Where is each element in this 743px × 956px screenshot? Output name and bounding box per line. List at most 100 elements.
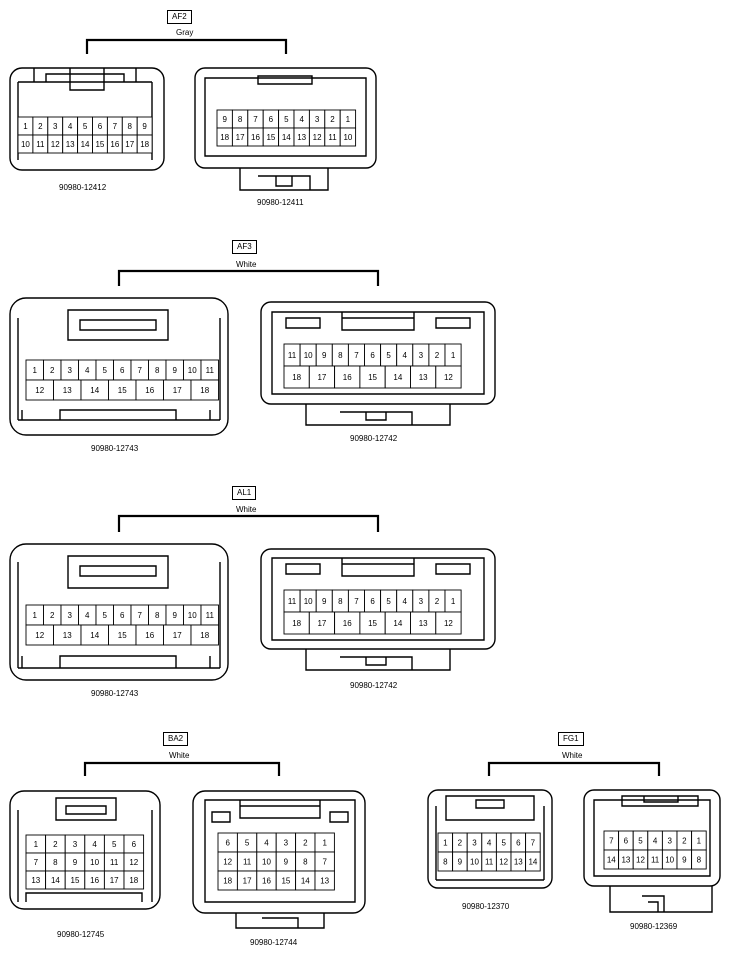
pin-number: 2	[435, 597, 440, 606]
pin-number: 11	[651, 855, 660, 864]
pin-number: 13	[320, 876, 329, 885]
pin-number: 4	[85, 611, 90, 620]
pin-number: 11	[206, 366, 215, 375]
pin-number: 11	[243, 857, 252, 866]
pin-number: 11	[485, 857, 494, 866]
connector-housing	[260, 301, 496, 405]
pin-number: 15	[95, 140, 104, 149]
pin-number: 16	[251, 133, 260, 142]
pin-number: 13	[419, 373, 428, 382]
pin-number: 9	[222, 115, 227, 124]
pin-number: 8	[53, 858, 58, 867]
connector-housing	[583, 789, 721, 887]
pin-number: 17	[243, 876, 252, 885]
pin-number: 18	[129, 876, 138, 885]
part-number: 90980-12743	[91, 689, 139, 698]
pin-number: 2	[458, 838, 463, 847]
pin-number: 10	[343, 133, 352, 142]
shell-detail	[17, 555, 221, 669]
shell-detail	[17, 797, 153, 902]
pin-number: 9	[682, 855, 687, 864]
pin-number: 3	[68, 611, 73, 620]
pin-cell	[190, 379, 219, 401]
connector-housing	[192, 790, 366, 914]
pin-number: 9	[322, 597, 327, 606]
pin-number: 8	[338, 351, 343, 360]
pin-number: 2	[50, 366, 55, 375]
pin-number: 9	[73, 858, 78, 867]
pin-number: 10	[262, 857, 271, 866]
pin-number: 9	[173, 366, 178, 375]
connector-code: AF3	[232, 240, 257, 254]
connector-color: White	[236, 505, 257, 514]
connector-housing	[427, 789, 553, 889]
pin-number: 4	[653, 836, 658, 845]
pin-number: 18	[220, 133, 229, 142]
pin-number: 1	[346, 115, 351, 124]
pin-number: 14	[607, 855, 616, 864]
pin-number: 16	[145, 631, 154, 640]
pin-number: 3	[284, 838, 289, 847]
connector-code: FG1	[558, 732, 584, 746]
pin-cell	[435, 365, 462, 389]
pin-number: 9	[284, 857, 289, 866]
pin-number: 12	[223, 857, 232, 866]
pin-number: 3	[667, 836, 672, 845]
connector-housing	[9, 67, 165, 171]
pin-number: 2	[330, 115, 335, 124]
pin-number: 9	[458, 857, 463, 866]
pin-number: 15	[368, 619, 377, 628]
pin-number: 1	[33, 611, 38, 620]
pin-number: 12	[35, 386, 44, 395]
pin-number: 7	[138, 611, 143, 620]
pin-number: 2	[682, 836, 687, 845]
pin-number: 2	[435, 351, 440, 360]
pin-number: 3	[419, 597, 424, 606]
shell-detail	[204, 75, 367, 191]
connector-color: Gray	[176, 28, 194, 37]
pin-cell	[339, 127, 357, 147]
bracket-lines	[83, 38, 661, 776]
pin-number: 8	[155, 366, 160, 375]
pin-number: 15	[118, 631, 127, 640]
connector-code: BA2	[163, 732, 189, 746]
pin-number: 4	[403, 351, 408, 360]
pin-number: 5	[284, 115, 289, 124]
connector-code: AL1	[232, 486, 257, 500]
pin-number: 6	[370, 351, 375, 360]
pin-number: 13	[514, 857, 523, 866]
pin-number: 16	[110, 140, 119, 149]
pin-number: 16	[343, 373, 352, 382]
pin-number: 7	[531, 838, 536, 847]
pin-number: 3	[53, 122, 58, 131]
pin-number: 7	[609, 836, 614, 845]
pin-number: 11	[288, 351, 297, 360]
pin-number: 17	[317, 373, 326, 382]
pin-number: 10	[470, 857, 479, 866]
pin-number: 13	[297, 133, 306, 142]
pin-number: 13	[621, 855, 630, 864]
pin-number: 16	[145, 386, 154, 395]
pin-number: 4	[85, 366, 90, 375]
pin-number: 18	[200, 631, 209, 640]
shell-detail	[17, 309, 221, 421]
pin-number: 17	[173, 631, 182, 640]
pin-number: 18	[200, 386, 209, 395]
pin-number: 7	[34, 858, 39, 867]
pin-number: 7	[322, 857, 327, 866]
pin-number: 7	[138, 366, 143, 375]
pin-number: 4	[92, 840, 97, 849]
pin-number: 7	[354, 597, 359, 606]
shell-detail	[204, 799, 356, 929]
part-number: 90980-12745	[57, 930, 105, 939]
pin-number: 3	[472, 838, 477, 847]
pin-number: 6	[120, 611, 125, 620]
pin-number: 1	[451, 597, 456, 606]
pin-number: 2	[303, 838, 308, 847]
part-number: 90980-12744	[250, 938, 298, 947]
pin-number: 6	[98, 122, 103, 131]
pin-number: 10	[188, 366, 197, 375]
pin-number: 12	[444, 619, 453, 628]
